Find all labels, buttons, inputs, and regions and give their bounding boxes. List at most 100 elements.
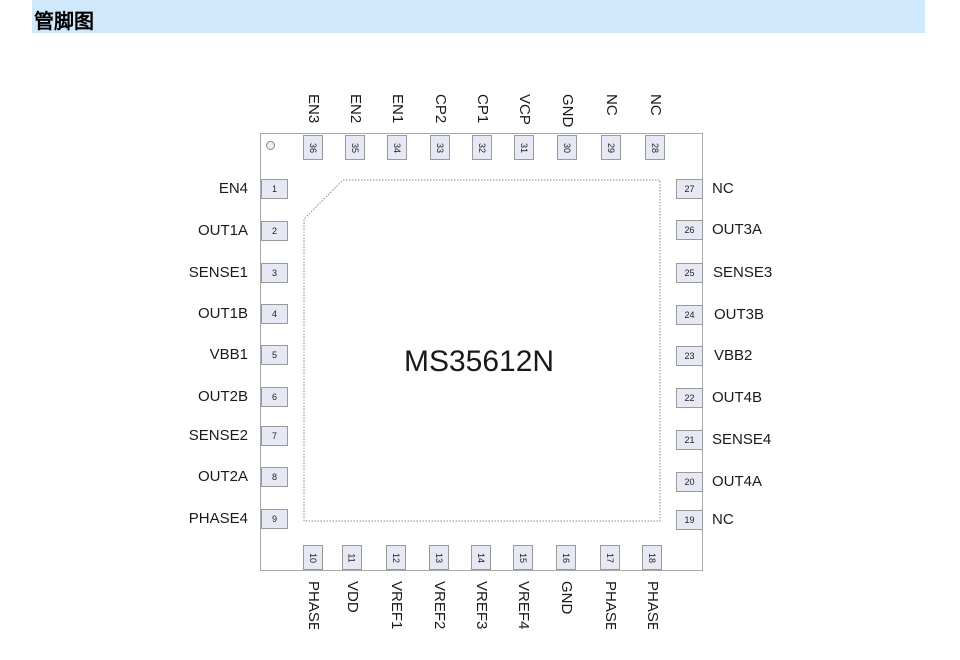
pin-pad-35-text: 35 xyxy=(349,142,360,153)
pin-pad-9-text: 9 xyxy=(271,514,277,524)
pin-label-phase1: PHASE1 xyxy=(644,581,661,629)
pin-pad-36-text: 36 xyxy=(307,142,318,153)
pin-pad-13-text: 13 xyxy=(433,552,444,563)
pin-pad-21-text: 21 xyxy=(684,435,695,445)
pin-label-out4a: OUT4A xyxy=(712,473,763,490)
pin-pad-13: 13 xyxy=(429,545,449,570)
section-title: 管脚图 xyxy=(34,9,94,33)
pin-pad-24: 24 xyxy=(676,305,703,325)
pin-pad-8: 8 xyxy=(261,467,288,487)
pin-pad-12-text: 12 xyxy=(390,552,401,563)
pin-pad-15: 15 xyxy=(513,545,533,570)
pin-label-out3b: OUT3B xyxy=(714,306,765,323)
pin-label-sense4: SENSE4 xyxy=(712,431,772,448)
pin-pad-31-text: 31 xyxy=(518,142,529,153)
pin-pad-21: 21 xyxy=(676,430,703,450)
pin-pad-8-text: 8 xyxy=(271,472,277,482)
pin-pad-18: 18 xyxy=(642,545,662,570)
pin-label-vref2: VREF2 xyxy=(431,581,448,629)
pin-pad-20: 20 xyxy=(676,472,703,492)
pin-pad-14-text: 14 xyxy=(475,552,486,563)
pin-pad-5-text: 5 xyxy=(271,350,277,360)
pin-label-out2a: OUT2A xyxy=(197,468,248,485)
pin-pad-26: 26 xyxy=(676,220,703,240)
pin-label-cp1: CP1 xyxy=(474,94,491,124)
pin-label-en4: EN4 xyxy=(218,180,248,197)
pin-pad-22-text: 22 xyxy=(684,393,695,403)
pin-pad-24-text: 24 xyxy=(684,310,695,320)
pin-pad-20-text: 20 xyxy=(684,477,695,487)
chip-package-outline xyxy=(260,133,703,571)
pin-pad-29-text: 29 xyxy=(605,142,616,153)
pin-pad-30: 30 xyxy=(557,135,577,160)
pin-pad-23: 23 xyxy=(676,346,703,366)
pin-label-out3a: OUT3A xyxy=(712,221,763,238)
pin-pad-36: 36 xyxy=(303,135,323,160)
pin-pad-27: 27 xyxy=(676,179,703,199)
pin-pad-17: 17 xyxy=(600,545,620,570)
pin-pad-4: 4 xyxy=(261,304,288,324)
pin-label-sense2: SENSE2 xyxy=(188,427,248,444)
pin-label-cp2: CP2 xyxy=(432,94,449,124)
pin-pad-16-text: 16 xyxy=(560,552,571,563)
pin-label-out1b: OUT1B xyxy=(197,305,248,322)
pin-pad-28: 28 xyxy=(645,135,665,160)
pin-label-out4b: OUT4B xyxy=(712,389,763,406)
pin-pad-32-text: 32 xyxy=(476,142,487,153)
pin-pad-25: 25 xyxy=(676,263,703,283)
pin-label-out2b: OUT2B xyxy=(197,388,248,405)
pin-pad-35: 35 xyxy=(345,135,365,160)
pin-pad-18-text: 18 xyxy=(646,552,657,563)
pin-pad-34: 34 xyxy=(387,135,407,160)
pin-pad-23-text: 23 xyxy=(684,351,695,361)
pin-label-vbb2: VBB2 xyxy=(714,347,753,364)
pin-label-vref3: VREF3 xyxy=(473,581,490,629)
pin-pad-6-text: 6 xyxy=(271,392,277,402)
pin-pad-10: 10 xyxy=(303,545,323,570)
pin-label-phase2: PHASE2 xyxy=(602,581,619,629)
pin-pad-16: 16 xyxy=(556,545,576,570)
pin-label-vdd: VDD xyxy=(344,581,361,613)
pin-pad-29: 29 xyxy=(601,135,621,160)
pin-pad-32: 32 xyxy=(472,135,492,160)
pin-pad-7: 7 xyxy=(261,426,288,446)
pin-label-sense3: SENSE3 xyxy=(713,264,773,281)
pin-pad-14: 14 xyxy=(471,545,491,570)
pin-pad-28-text: 28 xyxy=(649,142,660,153)
pin-label-nc: NC xyxy=(647,94,664,116)
pin-pad-33-text: 33 xyxy=(434,142,445,153)
pin-pad-3-text: 3 xyxy=(271,268,277,278)
pin-label-sense1: SENSE1 xyxy=(188,264,248,281)
pin-pad-1-text: 1 xyxy=(271,184,277,194)
pin-pad-3: 3 xyxy=(261,263,288,283)
section-header: 管脚图 xyxy=(32,0,925,33)
pin-pad-25-text: 25 xyxy=(684,268,695,278)
pin-label-vbb1: VBB1 xyxy=(209,346,248,363)
pin-label-gnd: GND xyxy=(559,94,576,128)
pin-pad-7-text: 7 xyxy=(271,431,277,441)
pin-label-gnd: GND xyxy=(558,581,575,615)
pin-pad-2: 2 xyxy=(261,221,288,241)
pin-pad-12: 12 xyxy=(386,545,406,570)
pin-pad-22: 22 xyxy=(676,388,703,408)
pin-pad-31: 31 xyxy=(514,135,534,160)
pin-pad-11: 11 xyxy=(342,545,362,570)
pin-pad-27-text: 27 xyxy=(684,184,695,194)
pin-pad-26-text: 26 xyxy=(684,225,695,235)
pin-label-phase4: PHASE4 xyxy=(188,510,248,527)
pin-pad-30-text: 30 xyxy=(561,142,572,153)
pin-pad-15-text: 15 xyxy=(517,552,528,563)
pin-pad-19-text: 19 xyxy=(684,515,695,525)
pin-pad-5: 5 xyxy=(261,345,288,365)
pin-label-en2: EN2 xyxy=(347,94,364,124)
pin-label-nc: NC xyxy=(603,94,620,116)
pin-pad-11-text: 11 xyxy=(347,552,357,563)
pin-pad-10-text: 10 xyxy=(307,552,318,563)
pin-label-vcp: VCP xyxy=(516,94,533,125)
pin-pad-17-text: 17 xyxy=(604,552,615,563)
pin1-indicator-dot xyxy=(266,141,275,150)
pin-label-vref1: VREF1 xyxy=(388,581,405,629)
pin-pad-19: 19 xyxy=(676,510,703,530)
pin-label-en1: EN1 xyxy=(389,94,406,124)
